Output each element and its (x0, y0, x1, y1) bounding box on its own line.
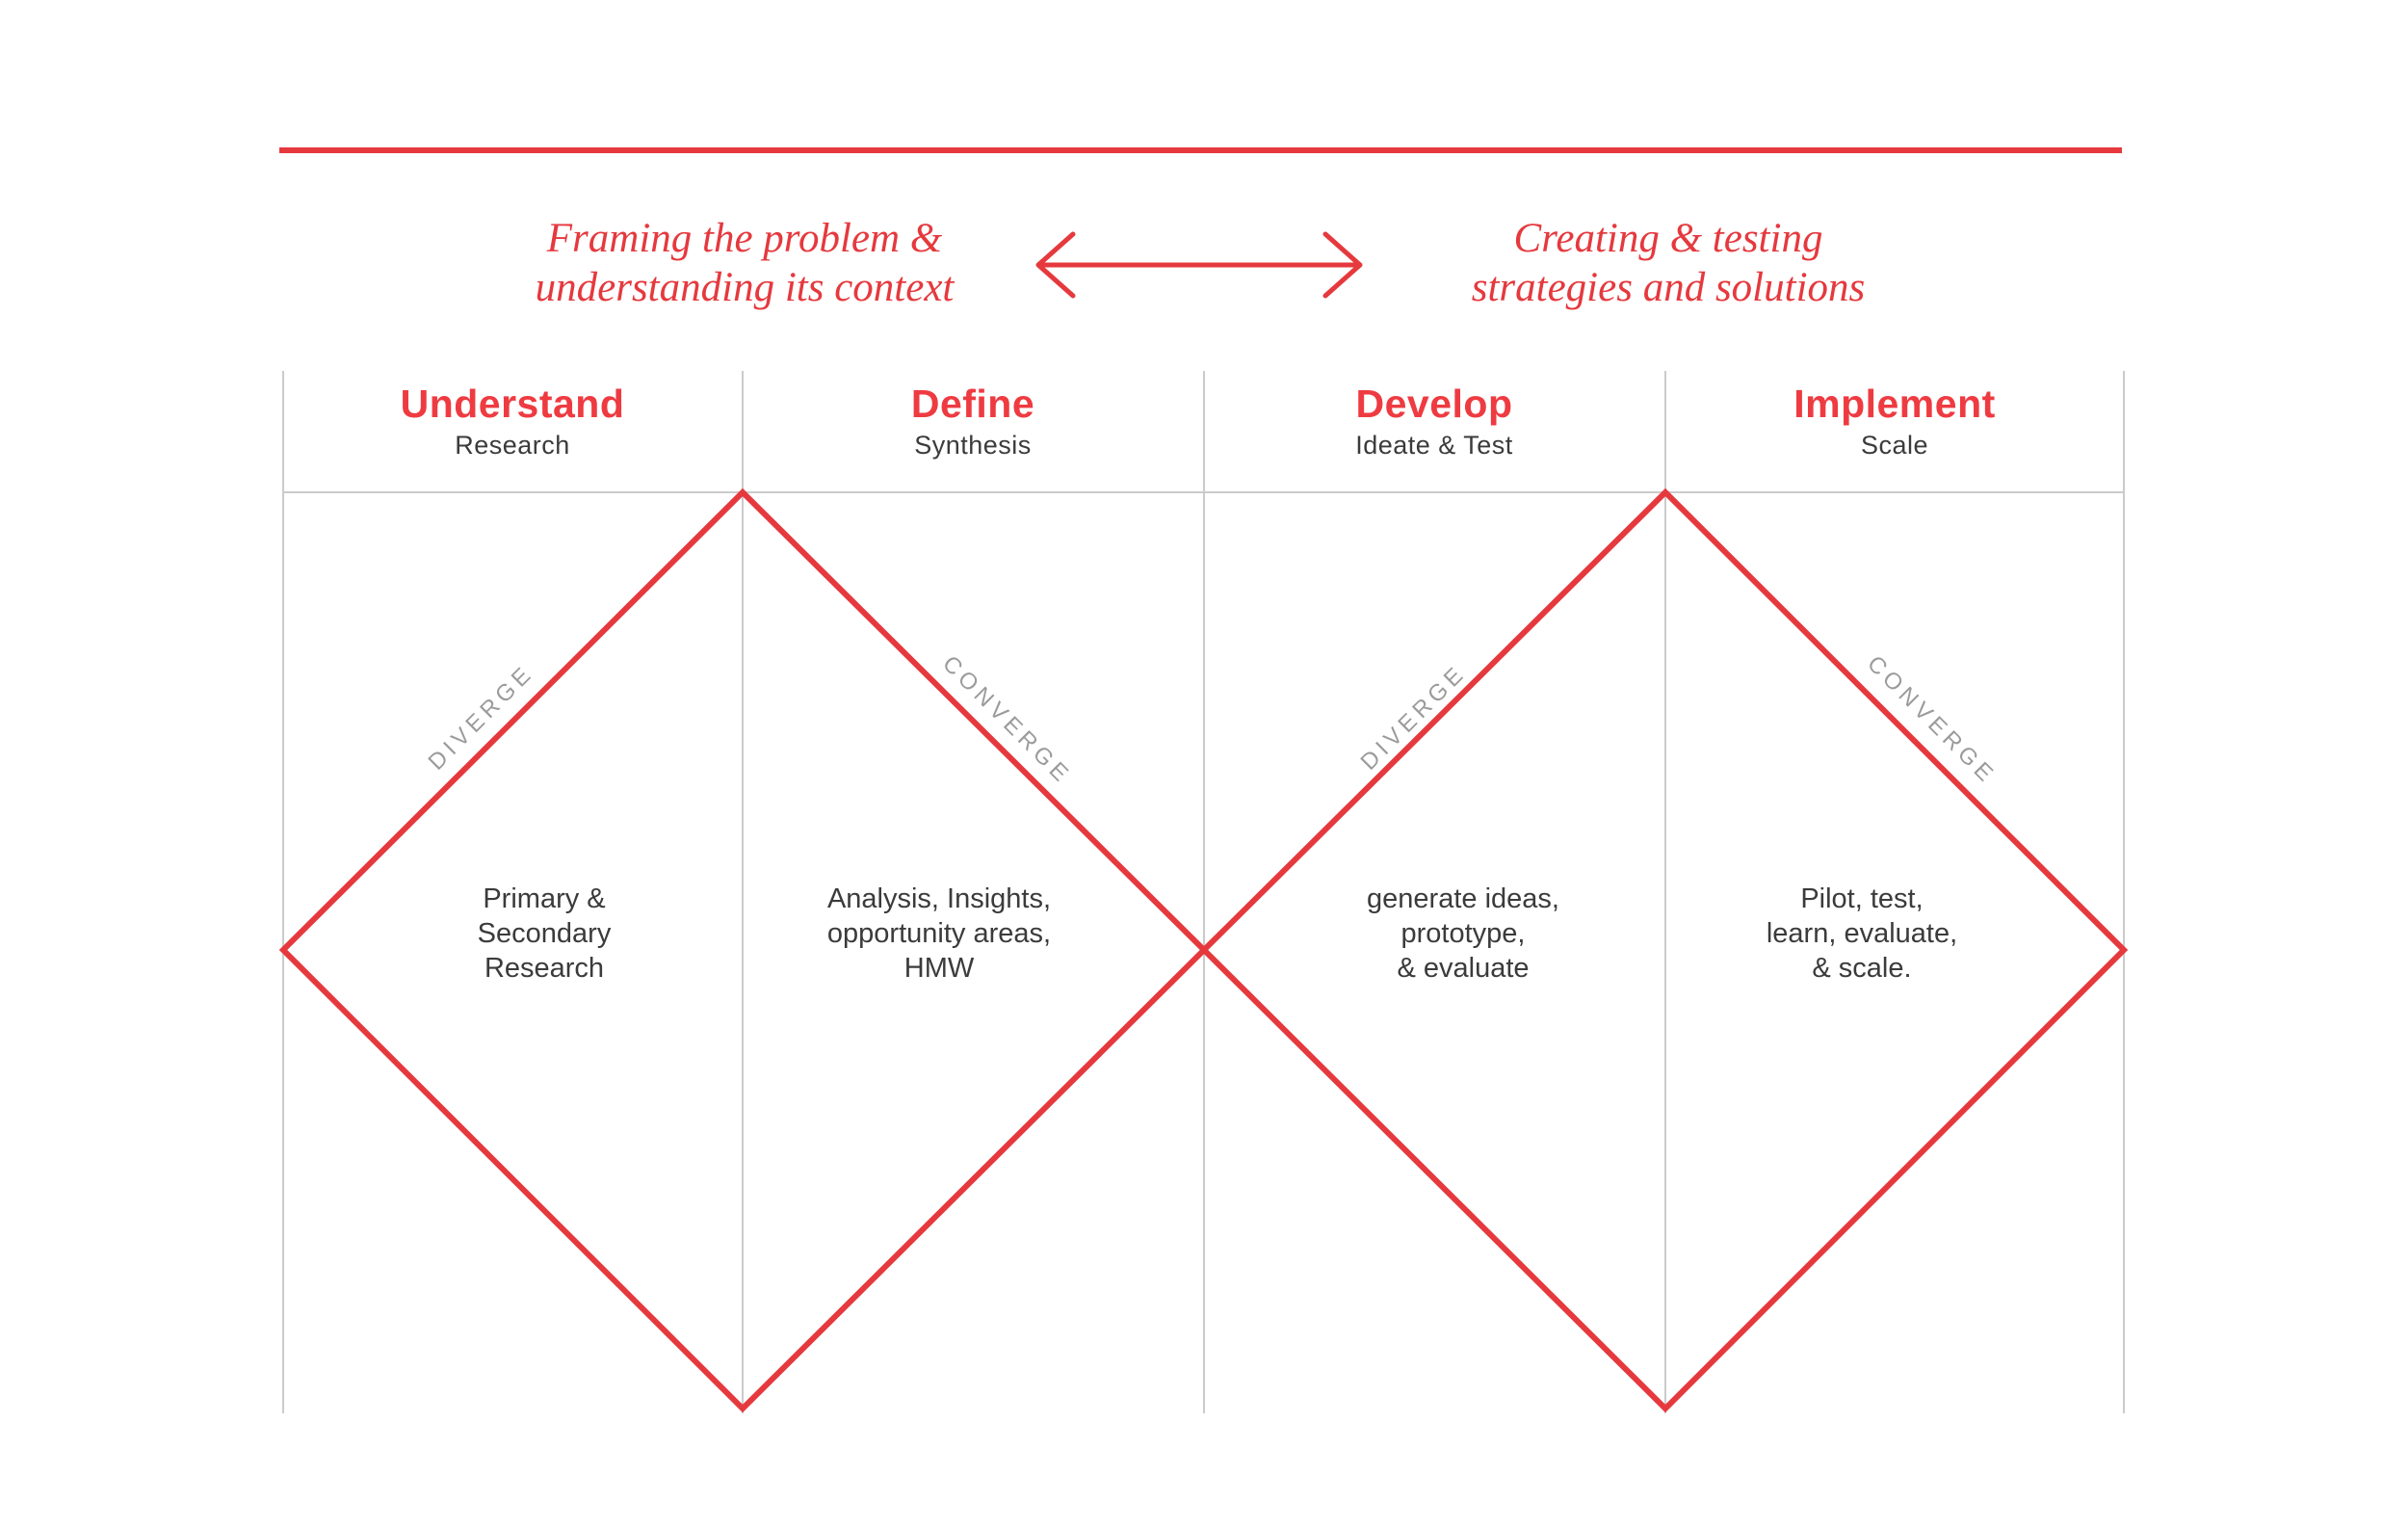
right-caption-line-2: strategies and solutions (1471, 265, 1866, 310)
double-arrow (1035, 231, 1363, 299)
arrowhead-left (1035, 231, 1076, 299)
phase-title-understand: Understand (400, 382, 625, 426)
phase-title-develop: Develop (1355, 382, 1513, 426)
phase-subtitle-understand: Research (455, 431, 570, 460)
phase-subtitle-implement: Scale (1860, 431, 1929, 460)
phase-title-implement: Implement (1793, 382, 1996, 426)
top-rule (279, 147, 2122, 153)
left-caption-line-1: Framing the problem & (546, 216, 943, 261)
right-caption-line-1: Creating & testing (1513, 216, 1823, 261)
note-define: Analysis, Insights, opportunity areas, H… (826, 883, 1052, 984)
phase-title-define: Define (910, 382, 1035, 426)
left-caption: Framing the problem & understanding its … (536, 214, 955, 312)
grid-lines (282, 371, 2125, 1413)
diamond-right (1199, 487, 2129, 1413)
phase-subtitle-develop: Ideate & Test (1355, 431, 1513, 460)
left-caption-line-2: understanding its context (535, 265, 955, 310)
note-develop: generate ideas, prototype, & evaluate (1367, 883, 1559, 984)
note-implement: Pilot, test, learn, evaluate, & scale. (1766, 883, 1958, 984)
arrowhead-right (1322, 231, 1363, 299)
note-understand: Primary & Secondary Research (477, 883, 612, 984)
double-diamond-shape (278, 487, 2129, 1413)
right-caption: Creating & testing strategies and soluti… (1472, 214, 1866, 312)
phase-subtitle-define: Synthesis (914, 431, 1032, 460)
